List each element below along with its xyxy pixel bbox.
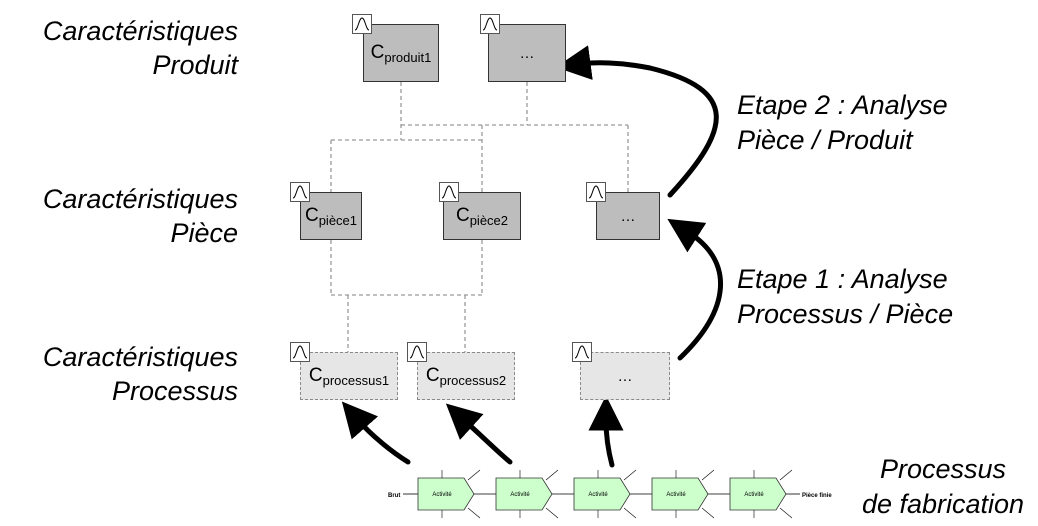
box-piece-more-label: … xyxy=(620,207,636,225)
box-produit1-label: Cproduit1 xyxy=(370,41,432,65)
row-label-piece-line2: Pièce xyxy=(170,218,238,248)
distribution-curve-icon xyxy=(586,182,606,202)
box-produit-more: … xyxy=(488,24,566,82)
processus2-arrow xyxy=(445,403,513,465)
activity-block xyxy=(651,477,709,511)
processus1-arrow xyxy=(341,401,411,465)
activity-output-bottom xyxy=(701,507,715,519)
activity-output-bottom xyxy=(545,507,559,519)
processus-more-arrow xyxy=(588,395,624,468)
step-label-etape2: Etape 2 : Analyse Pièce / Produit xyxy=(737,88,948,158)
distribution-curve-icon xyxy=(439,182,459,202)
activity-label: Activité xyxy=(666,492,686,498)
step-label-etape1: Etape 1 : Analyse Processus / Pièce xyxy=(737,262,953,332)
box-piece2-label: Cpièce2 xyxy=(455,204,509,228)
box-produit-more-label: … xyxy=(519,44,535,62)
activity-output-bottom xyxy=(467,507,481,519)
chain-output-label: Pièce finie xyxy=(802,493,832,499)
step-label-etape1-line2: Processus / Pièce xyxy=(737,299,954,329)
row-label-piece: Caractéristiques Pièce xyxy=(43,182,238,250)
activity-output-bottom xyxy=(779,507,793,519)
process-chain: Brut Activité Activité Activité Activité Acti… xyxy=(388,469,832,519)
step-label-etape2-line1: Etape 2 : Analyse xyxy=(737,90,948,120)
chain-input-label: Brut xyxy=(388,493,400,499)
activity-label: Activité xyxy=(588,492,608,498)
activity-output-top xyxy=(701,469,715,481)
distribution-curve-icon xyxy=(352,14,372,34)
distribution-curve-icon xyxy=(480,14,500,34)
box-processus1-label: Cprocessus1 xyxy=(308,364,390,388)
box-processus-more-label: … xyxy=(617,367,633,385)
row-label-produit-line1: Caractéristiques xyxy=(42,16,238,46)
hierarchy-connectors xyxy=(330,82,629,352)
activity-block xyxy=(417,477,475,511)
step-label-etape1-line1: Etape 1 : Analyse xyxy=(737,264,948,294)
activity-label: Activité xyxy=(744,492,764,498)
activity-output-top xyxy=(779,469,793,481)
row-label-produit-line2: Produit xyxy=(152,50,238,80)
row-label-processus: Caractéristiques Processus xyxy=(43,340,238,408)
etape2-arrow xyxy=(555,45,719,198)
activity-label: Activité xyxy=(432,492,452,498)
activity-output-top xyxy=(467,469,481,481)
box-processus2: Cprocessus2 xyxy=(417,352,515,400)
distribution-curve-icon xyxy=(572,342,592,362)
etape1-arrow xyxy=(667,218,723,361)
row-label-piece-line1: Caractéristiques xyxy=(42,184,238,214)
box-piece1: Cpièce1 xyxy=(300,192,362,240)
fabrication-label-line2: de fabrication xyxy=(861,489,1025,519)
box-processus-more: … xyxy=(580,352,670,400)
activity-output-bottom xyxy=(623,507,637,519)
step-label-etape2-line2: Pièce / Produit xyxy=(737,125,913,155)
box-processus1: Cprocessus1 xyxy=(300,352,398,400)
fabrication-label-line1: Processus xyxy=(879,454,1007,484)
distribution-curve-icon xyxy=(407,342,427,362)
activity-block xyxy=(729,477,787,511)
distribution-curve-icon xyxy=(290,182,310,202)
box-produit1: Cproduit1 xyxy=(363,24,439,82)
activity-output-top xyxy=(545,469,559,481)
box-processus2-label: Cprocessus2 xyxy=(425,364,507,388)
activity-block xyxy=(573,477,631,511)
activity-output-top xyxy=(623,469,637,481)
row-label-processus-line2: Processus xyxy=(111,376,238,406)
row-label-produit: Caractéristiques Produit xyxy=(43,14,238,82)
fabrication-label: Processus de fabrication xyxy=(848,452,1038,522)
box-piece-more: … xyxy=(596,192,660,240)
box-piece1-label: Cpièce1 xyxy=(304,204,358,228)
row-label-processus-line1: Caractéristiques xyxy=(42,342,238,372)
distribution-curve-icon xyxy=(290,342,310,362)
activity-label: Activité xyxy=(510,492,530,498)
activity-block xyxy=(495,477,553,511)
